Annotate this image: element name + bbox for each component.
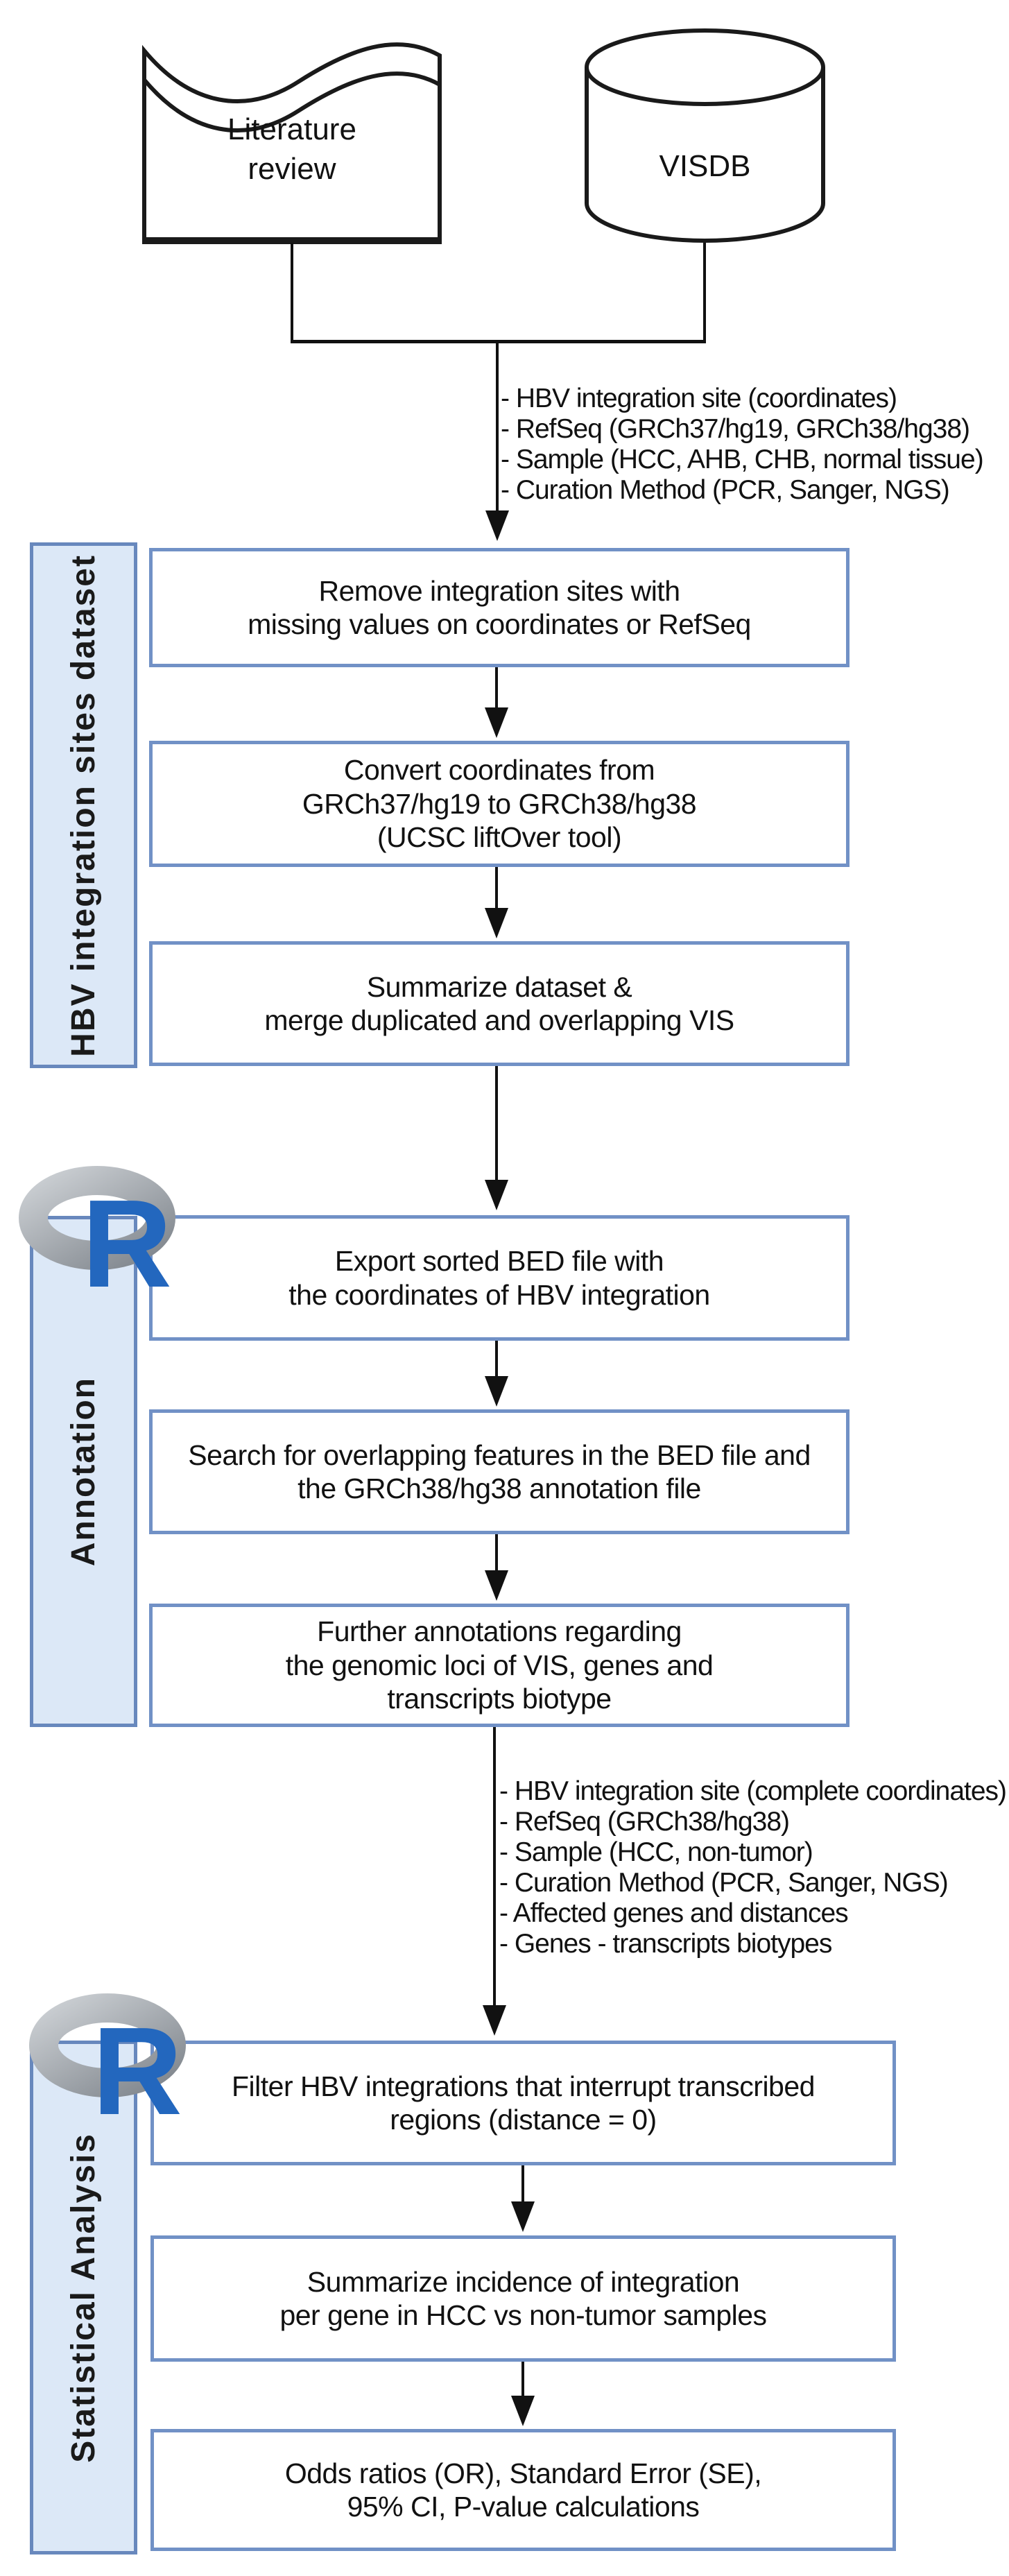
flow-arrowhead bbox=[485, 1376, 508, 1407]
list-item: - Sample (HCC, AHB, CHB, normal tissue) bbox=[501, 445, 984, 474]
process-box-summarize-merge: Summarize dataset & merge duplicated and… bbox=[149, 941, 850, 1066]
visdb-node: VISDB bbox=[659, 149, 751, 184]
database-cylinder-icon bbox=[585, 28, 825, 243]
list-item: - Genes - transcripts biotypes bbox=[499, 1929, 832, 1959]
section-label: HBV integration sites dataset bbox=[65, 553, 102, 1057]
r-logo-icon: R bbox=[17, 1165, 177, 1314]
section-sidebar-dataset: HBV integration sites dataset bbox=[30, 542, 137, 1068]
process-box-export-bed: Export sorted BED file with the coordina… bbox=[149, 1215, 850, 1341]
section-sidebar-annotation: Annotation bbox=[30, 1216, 137, 1727]
process-box-remove-missing: Remove integration sites with missing va… bbox=[149, 548, 850, 667]
section-label: Annotation bbox=[65, 1376, 102, 1567]
flow-arrow-line-section2 bbox=[495, 1066, 498, 1181]
flow-arrow-line bbox=[521, 2362, 524, 2397]
process-box-filter-integrations: Filter HBV integrations that interrupt t… bbox=[150, 2041, 896, 2165]
r-letter: R bbox=[82, 1174, 172, 1296]
flow-arrow-line bbox=[495, 667, 498, 709]
flow-arrowhead bbox=[511, 2396, 535, 2426]
process-box-search-overlaps: Search for overlapping features in the B… bbox=[149, 1409, 850, 1534]
flow-arrowhead-section2 bbox=[485, 1180, 508, 1210]
r-logo-icon: R bbox=[28, 1992, 187, 2141]
section-sidebar-statistics: Statistical Analysis bbox=[30, 2041, 137, 2554]
flow-arrow-line bbox=[495, 1534, 498, 1572]
section-label: Statistical Analysis bbox=[65, 2132, 102, 2463]
flow-arrowhead bbox=[485, 1570, 508, 1601]
process-box-further-annotations: Further annotations regarding the genomi… bbox=[149, 1604, 850, 1727]
process-box-convert-coordinates: Convert coordinates from GRCh37/hg19 to … bbox=[149, 741, 850, 867]
flow-arrowhead-inputs2 bbox=[483, 2005, 506, 2036]
flow-arrow-line-inputs1 bbox=[496, 341, 499, 512]
input-list-2: - HBV integration site (complete coordin… bbox=[499, 1776, 1007, 1959]
flow-arrow-line-inputs2 bbox=[493, 1727, 496, 2007]
process-box-odds-ratios: Odds ratios (OR), Standard Error (SE), 9… bbox=[150, 2429, 896, 2551]
connector-line-visdb bbox=[703, 243, 706, 343]
document-shape-icon bbox=[142, 42, 442, 244]
connector-line-literature bbox=[291, 243, 293, 343]
flow-arrowhead bbox=[511, 2201, 535, 2232]
list-item: - RefSeq (GRCh37/hg19, GRCh38/hg38) bbox=[501, 414, 970, 444]
flow-arrow-line bbox=[521, 2165, 524, 2203]
flow-arrowhead bbox=[485, 707, 508, 738]
list-item: - Curation Method (PCR, Sanger, NGS) bbox=[499, 1868, 949, 1898]
flow-arrowhead bbox=[485, 908, 508, 938]
list-item: - RefSeq (GRCh38/hg38) bbox=[499, 1807, 790, 1837]
flow-arrow-line bbox=[495, 1341, 498, 1377]
r-letter: R bbox=[92, 2002, 182, 2124]
literature-review-node: Literature review bbox=[227, 112, 356, 186]
flow-arrowhead-inputs1 bbox=[485, 510, 509, 541]
process-box-summarize-incidence: Summarize incidence of integration per g… bbox=[150, 2235, 896, 2362]
flow-arrow-line bbox=[495, 867, 498, 909]
list-item: - Affected genes and distances bbox=[499, 1898, 849, 1928]
input-list-1: - HBV integration site (coordinates) - R… bbox=[501, 384, 984, 506]
list-item: - HBV integration site (complete coordin… bbox=[499, 1776, 1007, 1806]
list-item: - Curation Method (PCR, Sanger, NGS) bbox=[501, 475, 950, 505]
list-item: - HBV integration site (coordinates) bbox=[501, 384, 897, 413]
list-item: - Sample (HCC, non-tumor) bbox=[499, 1837, 813, 1867]
